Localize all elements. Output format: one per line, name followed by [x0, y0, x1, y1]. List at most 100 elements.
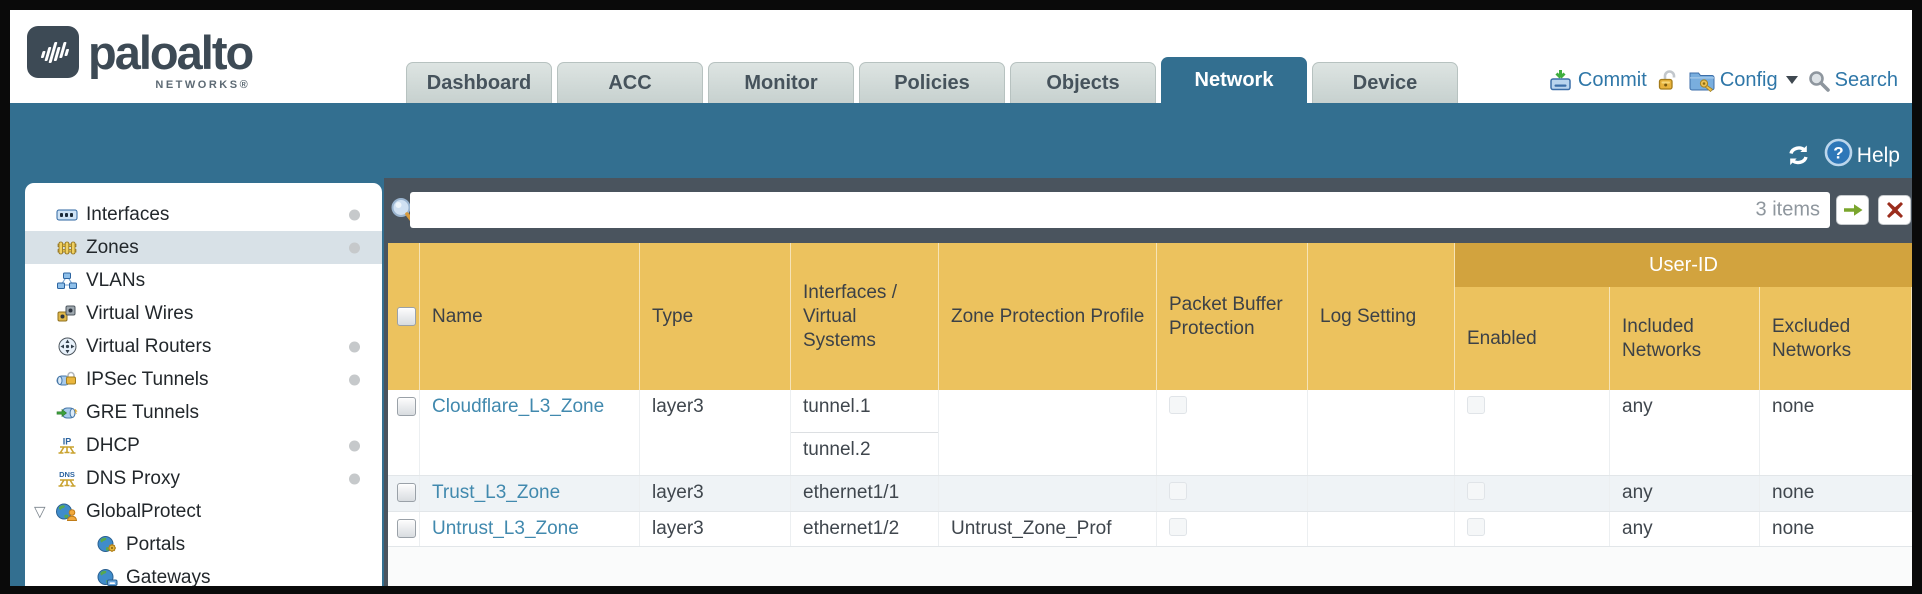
column-header-type[interactable]: Type	[640, 243, 791, 390]
refresh-button[interactable]	[1785, 143, 1812, 168]
context-menu-dot[interactable]	[349, 440, 360, 451]
cell-user-id-enabled	[1455, 390, 1610, 475]
caret-down-icon	[1785, 76, 1798, 84]
cell-log-setting	[1308, 512, 1455, 546]
lock-unlocked-icon	[1656, 69, 1679, 92]
filter-input[interactable]	[410, 192, 1830, 228]
config-action[interactable]: Config	[1688, 69, 1798, 92]
commit-action[interactable]: Commit	[1548, 69, 1647, 92]
row-checkbox[interactable]	[397, 483, 416, 502]
lock-action[interactable]	[1656, 69, 1679, 92]
sidebar-item-virtual-routers[interactable]: Virtual Routers	[25, 330, 382, 363]
gateways-icon	[95, 568, 119, 587]
filter-toolbar: 3 items	[384, 178, 1912, 243]
sidebar-item-gateways[interactable]: Gateways	[25, 561, 382, 586]
context-menu-dot[interactable]	[349, 473, 360, 484]
sidebar-item-label: Gateways	[126, 566, 211, 587]
context-menu-dot[interactable]	[349, 209, 360, 220]
sidebar-item-label: Zones	[86, 236, 139, 258]
sidebar-item-label: GlobalProtect	[86, 500, 202, 522]
tab-device[interactable]: Device	[1312, 62, 1458, 103]
virtual-routers-icon	[55, 337, 79, 357]
tab-policies[interactable]: Policies	[859, 62, 1005, 103]
select-all-checkbox[interactable]	[397, 307, 416, 326]
column-header-enabled[interactable]: Enabled	[1455, 243, 1610, 390]
commit-label: Commit	[1577, 68, 1647, 91]
tab-acc[interactable]: ACC	[557, 62, 703, 103]
sidebar-item-label: DHCP	[86, 434, 140, 456]
sidebar-item-ipsec-tunnels[interactable]: IPSec Tunnels	[25, 363, 382, 396]
brand-logo: paloalto NETWORKS®	[27, 26, 254, 91]
sidebar-item-label: IPSec Tunnels	[86, 368, 209, 390]
help-button[interactable]: ? Help	[1824, 138, 1900, 173]
interface-entry: tunnel.2	[803, 439, 871, 460]
cell-select	[388, 476, 420, 511]
column-header-included_networks[interactable]: Included Networks	[1610, 243, 1760, 390]
zone-name-link[interactable]: Untrust_L3_Zone	[432, 518, 579, 539]
interface-entry: ethernet1/1	[803, 482, 900, 503]
sidebar-item-vlans[interactable]: VLANs	[25, 264, 382, 297]
column-header-name[interactable]: Name	[420, 243, 640, 390]
tab-objects[interactable]: Objects	[1010, 62, 1156, 103]
zone-name-link[interactable]: Trust_L3_Zone	[432, 482, 561, 503]
svg-text:DNS: DNS	[59, 470, 75, 479]
portals-icon	[95, 535, 119, 555]
context-menu-dot[interactable]	[349, 374, 360, 385]
sidebar-item-label: DNS Proxy	[86, 467, 180, 489]
search-action[interactable]: Search	[1807, 69, 1898, 92]
filter-input-wrap: 3 items	[410, 192, 1830, 228]
user-id-enabled-checkbox[interactable]	[1467, 396, 1485, 414]
search-icon	[1807, 69, 1830, 92]
column-header-log_setting[interactable]: Log Setting	[1308, 243, 1455, 390]
vlans-icon	[55, 271, 79, 291]
row-checkbox[interactable]	[397, 519, 416, 538]
column-header-zone_protection_profile[interactable]: Zone Protection Profile	[939, 243, 1157, 390]
column-header-interfaces[interactable]: Interfaces / Virtual Systems	[791, 243, 939, 390]
cell-name: Cloudflare_L3_Zone	[420, 390, 640, 475]
user-id-enabled-checkbox[interactable]	[1467, 482, 1485, 500]
tab-network[interactable]: Network	[1161, 57, 1307, 103]
packet-buffer-protection-checkbox[interactable]	[1169, 482, 1187, 500]
clear-x-icon	[1886, 201, 1904, 219]
sidebar-item-dhcp[interactable]: IP DHCP	[25, 429, 382, 462]
cell-excluded-networks: none	[1772, 482, 1815, 503]
sidebar-item-dns-proxy[interactable]: DNS DNS Proxy	[25, 462, 382, 495]
expander-triangle-icon[interactable]: ▽	[34, 503, 46, 521]
cell-included-networks: any	[1610, 512, 1760, 546]
tab-monitor[interactable]: Monitor	[708, 62, 854, 103]
cell-excluded-networks: none	[1772, 518, 1815, 539]
packet-buffer-protection-checkbox[interactable]	[1169, 396, 1187, 414]
cell-included-networks: any	[1610, 390, 1760, 475]
cell-packet-buffer-protection	[1157, 512, 1308, 546]
sidebar-item-zones[interactable]: Zones	[25, 231, 382, 264]
user-id-enabled-checkbox[interactable]	[1467, 518, 1485, 536]
column-header-packet_buffer_protection[interactable]: Packet Buffer Protection	[1157, 243, 1308, 390]
cell-name: Trust_L3_Zone	[420, 476, 640, 511]
sidebar-item-virtual-wires[interactable]: Virtual Wires	[25, 297, 382, 330]
ipsec-tunnels-icon	[55, 370, 79, 390]
packet-buffer-protection-checkbox[interactable]	[1169, 518, 1187, 536]
svg-text:IP: IP	[63, 436, 72, 446]
sidebar-item-gre-tunnels[interactable]: GRE Tunnels	[25, 396, 382, 429]
cell-select	[388, 512, 420, 546]
svg-text:?: ?	[1833, 144, 1843, 163]
sidebar-item-interfaces[interactable]: Interfaces	[25, 198, 382, 231]
cell-interfaces: ethernet1/1	[791, 476, 939, 511]
row-checkbox[interactable]	[397, 397, 416, 416]
context-menu-dot[interactable]	[349, 242, 360, 253]
context-menu-dot[interactable]	[349, 341, 360, 352]
sidebar-item-portals[interactable]: Portals	[25, 528, 382, 561]
zone-name-link[interactable]: Cloudflare_L3_Zone	[432, 396, 605, 417]
clear-filter-button[interactable]	[1878, 195, 1911, 225]
column-header-excluded_networks[interactable]: Excluded Networks	[1760, 243, 1912, 390]
cell-type: layer3	[640, 476, 791, 511]
tab-dashboard[interactable]: Dashboard	[406, 62, 552, 103]
apply-filter-button[interactable]	[1836, 195, 1869, 225]
user-id-group-header: User-ID	[1455, 243, 1912, 287]
sidebar-item-globalprotect[interactable]: ▽ GlobalProtect	[25, 495, 382, 528]
